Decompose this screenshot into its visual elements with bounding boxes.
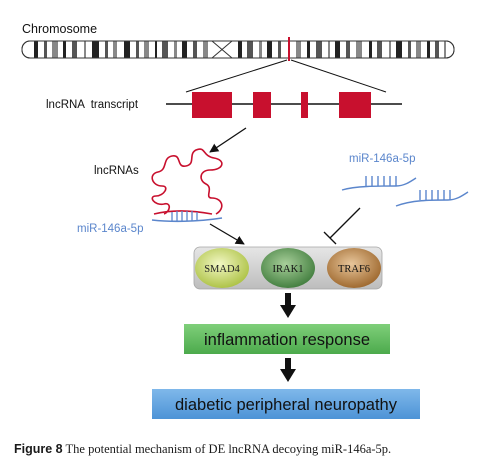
arrow-transcript-to-lncrna — [209, 127, 247, 153]
chromosome-band — [113, 41, 117, 58]
mirna-label-left: miR-146a-5p — [77, 223, 143, 235]
chromosome-band — [72, 41, 77, 58]
chromosome-band — [44, 41, 47, 58]
chromosome-band — [369, 41, 372, 58]
chromosome-band — [182, 41, 187, 58]
arrow-inflammation-to-neuropathy — [280, 358, 296, 382]
transcript — [166, 92, 402, 118]
free-mirna-2 — [395, 190, 469, 207]
chromosome-band — [84, 41, 86, 58]
chromosome-band — [52, 41, 58, 58]
chromosome-band — [396, 41, 402, 58]
chromosome-band — [278, 41, 281, 58]
exon-2 — [253, 92, 271, 118]
neuropathy-box — [152, 389, 420, 419]
chromosome-band — [389, 41, 391, 58]
protein-irak1: IRAK1 — [261, 248, 315, 288]
chromosome-band — [174, 41, 177, 58]
chromosome-band — [267, 41, 272, 58]
chromosome-label: Chromosome — [22, 22, 97, 36]
lncrnas-label: lncRNAs — [94, 165, 139, 177]
chromosome-band — [335, 41, 340, 58]
chromosome-band — [247, 41, 253, 58]
chromosome — [21, 37, 455, 61]
chromosome-band — [63, 41, 66, 58]
chromosome-band — [34, 41, 38, 58]
chromosome-band — [408, 41, 411, 58]
chromosome-band — [124, 41, 130, 58]
chromosome-band — [136, 41, 139, 58]
chromosome-band — [162, 41, 168, 58]
free-mirna-1 — [341, 176, 417, 191]
chromosome-band — [328, 41, 330, 58]
inflammation-response-box — [184, 324, 390, 354]
protein-smad4: SMAD4 — [195, 248, 249, 288]
zoom-line-right — [290, 59, 387, 93]
transcript-label: lncRNA transcript — [46, 99, 139, 111]
figure-caption: Figure 8 The potential mechanism of DE l… — [14, 442, 484, 457]
exon-3 — [301, 92, 308, 118]
protein-traf6: TRAF6 — [327, 248, 381, 288]
arrow-lncrna-to-targets — [209, 223, 245, 245]
zoom-line-left — [185, 59, 288, 93]
chromosome-band — [316, 41, 322, 58]
chromosome-band — [92, 41, 99, 58]
chromosome-band — [377, 41, 382, 58]
figure-caption-text: The potential mechanism of DE lncRNA dec… — [65, 442, 392, 456]
chromosome-band — [203, 41, 208, 58]
figure-caption-label: Figure 8 — [14, 442, 63, 456]
chromosome-band — [144, 41, 149, 58]
lncrna-structure — [151, 148, 223, 215]
exon-1 — [192, 92, 232, 118]
chromosome-band — [105, 41, 108, 58]
bound-mirna-duplex — [151, 210, 223, 223]
chromosome-band — [193, 41, 197, 58]
chromosome-band — [444, 41, 446, 58]
chromosome-band — [155, 41, 157, 58]
protein-smad4-label: SMAD4 — [204, 264, 240, 275]
protein-traf6-label: TRAF6 — [338, 264, 370, 275]
chromosome-band — [238, 41, 242, 58]
chromosome-band — [435, 41, 439, 58]
protein-irak1-label: IRAK1 — [273, 264, 304, 275]
chromosome-band — [307, 41, 310, 58]
exon-4 — [339, 92, 371, 118]
chromosome-band — [416, 41, 421, 58]
chromosome-band — [356, 41, 362, 58]
inflammation-response-label: inflammation response — [204, 331, 370, 349]
chromosome-band — [296, 41, 301, 58]
mirna-label-right: miR-146a-5p — [349, 153, 415, 165]
chromosome-band — [427, 41, 430, 58]
inhibition-mirna-to-targets — [323, 207, 361, 245]
neuropathy-label: diabetic peripheral neuropathy — [175, 396, 398, 414]
chromosome-band — [346, 41, 350, 58]
arrow-targets-to-inflammation — [280, 293, 296, 318]
chromosome-band — [259, 41, 262, 58]
